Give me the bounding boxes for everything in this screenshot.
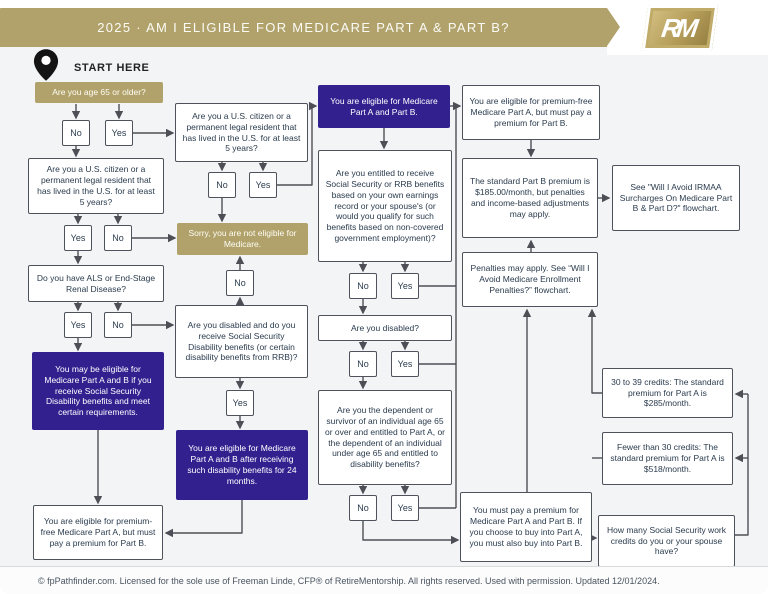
node-maybe-eligible-result: You may be eligible for Medicare Part A … <box>32 352 164 430</box>
node-how-many-credits-question: How many Social Security work credits do… <box>598 515 735 567</box>
answer-citizen-left-yes: Yes <box>64 225 92 251</box>
answer-disabled-no: No <box>349 351 377 377</box>
node-als-question: Do you have ALS or End-Stage Renal Disea… <box>28 265 164 302</box>
answer-age65-no: No <box>62 120 90 146</box>
answer-entitled-no: No <box>349 273 377 299</box>
answer-disabled-yes: Yes <box>391 351 419 377</box>
title-bar: 2025 · AM I ELIGIBLE FOR MEDICARE PART A… <box>0 8 607 47</box>
answer-dependent-yes: Yes <box>391 495 419 521</box>
answer-citizen-left-no: No <box>104 225 132 251</box>
answer-als-yes: Yes <box>64 312 92 338</box>
answer-citizen-mid-yes: Yes <box>249 172 277 198</box>
node-citizen-mid-question: Are you a U.S. citizen or a permanent le… <box>175 103 308 162</box>
node-standard-part-b-premium-info: The standard Part B premium is $185.00/m… <box>462 158 598 238</box>
answer-age65-yes: Yes <box>105 120 133 146</box>
answer-disabled-ssdi-yes: Yes <box>226 390 254 416</box>
node-eligible-part-a-b-result: You are eligible for Medicare Part A and… <box>318 85 450 128</box>
answer-dependent-no: No <box>349 495 377 521</box>
page-title: 2025 · AM I ELIGIBLE FOR MEDICARE PART A… <box>97 20 510 35</box>
node-premium-free-right-result: You are eligible for premium-free Medica… <box>462 85 600 140</box>
node-disabled-question: Are you disabled? <box>318 315 452 341</box>
node-disabled-ssdi-question: Are you disabled and do you receive Soci… <box>175 305 308 378</box>
node-penalties-info: Penalties may apply. See “Will I Avoid M… <box>462 252 598 307</box>
footer: © fpPathfinder.com. Licensed for the sol… <box>0 566 768 594</box>
start-pin-icon <box>33 49 59 81</box>
node-eligible-after-24-months-result: You are eligible for Medicare Part A and… <box>176 430 308 500</box>
node-irmaa-flowchart-info: See "Will I Avoid IRMAA Surcharges On Me… <box>612 165 740 231</box>
rm-logo: RM <box>641 5 719 51</box>
node-credits-fewer-30-info: Fewer than 30 credits: The standard prem… <box>602 432 733 485</box>
rm-logo-text: RM <box>659 12 697 43</box>
node-credits-30-39-info: 30 to 39 credits: The standard premium f… <box>602 368 733 418</box>
node-citizen-left-question: Are you a U.S. citizen or a permanent le… <box>28 158 164 214</box>
answer-entitled-yes: Yes <box>391 273 419 299</box>
answer-als-no: No <box>104 312 132 338</box>
node-age-65-question: Are you age 65 or older? <box>35 82 163 103</box>
node-not-eligible-result: Sorry, you are not eligible for Medicare… <box>177 223 308 255</box>
node-premium-free-left-result: You are eligible for premium-free Medica… <box>33 505 163 560</box>
node-dependent-survivor-question: Are you the dependent or survivor of an … <box>318 390 452 485</box>
answer-citizen-mid-no: No <box>208 172 236 198</box>
title-bar-arrow-tip <box>607 8 620 46</box>
footer-text: © fpPathfinder.com. Licensed for the sol… <box>38 576 660 586</box>
start-here-label: START HERE <box>74 62 150 74</box>
answer-disabled-ssdi-no: No <box>226 270 254 296</box>
node-must-pay-premium-result: You must pay a premium for Medicare Part… <box>460 492 592 562</box>
header-background <box>0 0 768 8</box>
node-entitled-benefits-question: Are you entitled to receive Social Secur… <box>318 150 452 262</box>
